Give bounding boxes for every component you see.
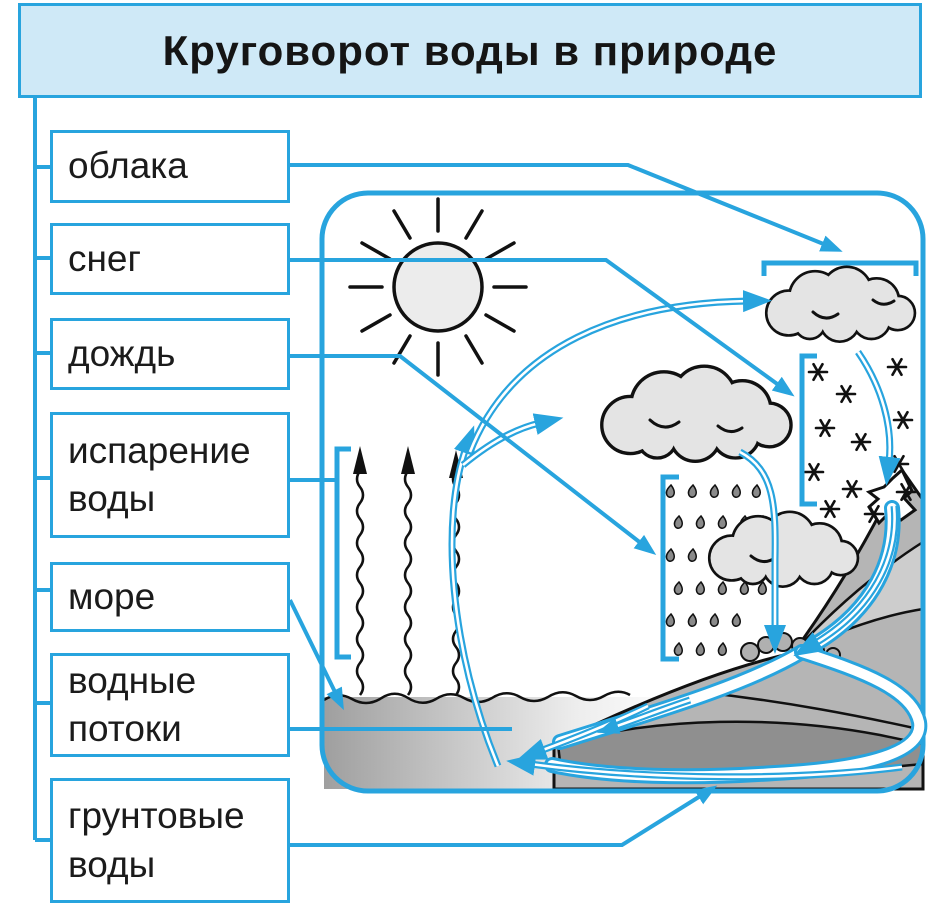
label-box-groundwater: грунтовые воды — [50, 778, 290, 903]
sun-icon — [348, 197, 528, 377]
label-box-sea: море — [50, 562, 290, 632]
label-connectors — [33, 98, 843, 847]
label-text: испарение воды — [68, 429, 251, 519]
label-text: грунтовые воды — [68, 795, 245, 885]
label-box-water-flows: водные потоки — [50, 653, 290, 757]
label-box-snow: снег — [50, 223, 290, 295]
cloud-icon-rain — [603, 368, 789, 460]
bracket-clouds — [761, 260, 919, 276]
connector-rain — [290, 354, 657, 556]
connector-clouds — [290, 163, 843, 252]
cloud-icon-low — [711, 513, 857, 585]
cloud-icon-top-right — [768, 268, 914, 340]
page-title: Круговорот воды в природе — [162, 26, 778, 74]
label-box-clouds: облака — [50, 130, 290, 203]
brackets — [334, 260, 919, 662]
bracket-rain — [660, 474, 679, 662]
flow-arrow-mountain-river — [793, 505, 899, 657]
connector-snow — [290, 258, 795, 397]
label-text: водные потоки — [68, 659, 197, 749]
bracket-snow — [799, 353, 817, 507]
title-box: Круговорот воды в природе — [18, 3, 922, 98]
flow-arrow-sea-to-sky — [448, 425, 502, 768]
flow-arrows — [448, 290, 903, 781]
flow-arrow-river-to-sea — [517, 702, 650, 760]
connector-sea — [288, 599, 344, 711]
bracket-evaporation — [334, 446, 351, 660]
label-text: облака — [68, 145, 188, 187]
label-text: снег — [68, 237, 142, 279]
label-box-evaporation: испарение воды — [50, 412, 290, 538]
illustration-frame — [319, 190, 926, 794]
label-text: море — [68, 575, 156, 617]
connector-groundwater — [290, 785, 718, 847]
flow-arrow-to-top-cloud — [466, 290, 772, 454]
label-text: дождь — [68, 332, 176, 374]
label-box-rain: дождь — [50, 318, 290, 390]
flow-arrow-rain-to-ground — [738, 448, 786, 654]
evaporation-waves-icon — [353, 446, 463, 697]
groundwater-flow-icon — [506, 753, 903, 781]
flow-arrow-snow-to-mountain — [855, 350, 901, 486]
flow-arrow-river-to-sea-2 — [596, 696, 692, 734]
